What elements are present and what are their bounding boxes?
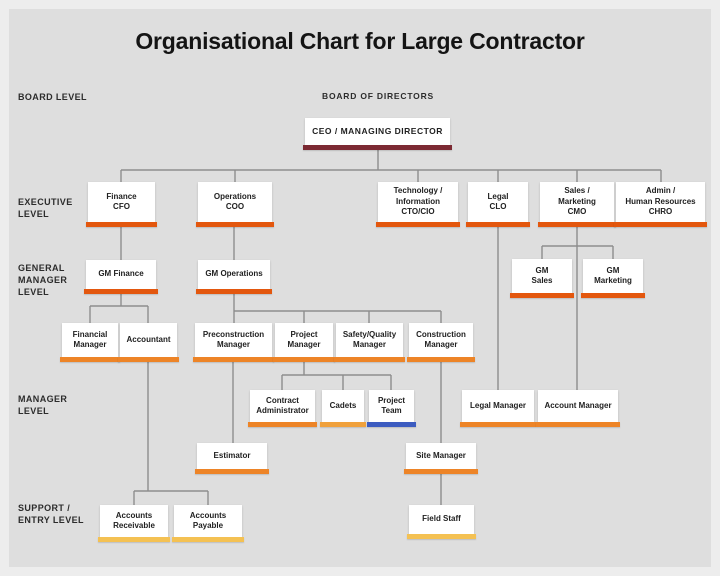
org-node-safety-quality-manager: Safety/Quality Manager — [334, 323, 405, 362]
node-underline — [84, 289, 158, 294]
org-node-account-manager: Account Manager — [536, 390, 620, 427]
org-node-label: Contract Administrator — [256, 395, 309, 415]
level-label-executive: EXECUTIVE LEVEL — [18, 197, 73, 220]
org-node-sales-marketing-cmo: Sales / Marketing CMO — [538, 182, 616, 227]
org-node-technology-cto-cio: Technology / Information CTO/CIO — [376, 182, 460, 227]
org-node-site-manager: Site Manager — [404, 443, 478, 474]
org-node-label: Admin / Human Resources CHRO — [625, 186, 696, 217]
node-underline — [86, 222, 157, 227]
org-node-gm-marketing: GM Marketing — [581, 259, 645, 298]
org-node-contract-administrator: Contract Administrator — [248, 390, 317, 427]
org-node-label: Field Staff — [422, 514, 461, 524]
org-node-ceo: CEO / MANAGING DIRECTOR — [303, 118, 452, 150]
org-node-project-team: Project Team — [367, 390, 416, 427]
node-underline — [407, 357, 475, 362]
node-underline — [538, 222, 616, 227]
node-underline — [407, 534, 476, 539]
node-underline — [195, 469, 269, 474]
node-underline — [118, 357, 179, 362]
org-node-label: Legal Manager — [469, 400, 526, 410]
node-underline — [466, 222, 530, 227]
org-node-label: Accounts Receivable — [113, 510, 155, 530]
org-node-label: Project Manager — [287, 329, 321, 349]
org-node-project-manager: Project Manager — [273, 323, 335, 362]
org-node-financial-manager: Financial Manager — [60, 323, 120, 362]
node-underline — [98, 537, 170, 542]
node-underline — [248, 422, 317, 427]
node-underline — [193, 357, 274, 362]
org-node-label: GM Finance — [98, 269, 144, 279]
org-node-label: Finance CFO — [106, 191, 137, 211]
org-node-legal-manager: Legal Manager — [460, 390, 536, 427]
node-underline — [581, 293, 645, 298]
board-of-directors-label: BOARD OF DIRECTORS — [322, 91, 434, 101]
node-underline — [460, 422, 536, 427]
org-node-preconstruction-manager: Preconstruction Manager — [193, 323, 274, 362]
org-node-finance-cfo: Finance CFO — [86, 182, 157, 227]
org-node-label: Preconstruction Manager — [202, 329, 265, 349]
node-underline — [510, 293, 574, 298]
org-node-label: Accountant — [126, 334, 171, 344]
node-underline — [320, 422, 366, 427]
level-label-support-entry: SUPPORT / ENTRY LEVEL — [18, 503, 84, 526]
node-underline — [172, 537, 244, 542]
org-node-legal-clo: Legal CLO — [466, 182, 530, 227]
org-node-label: Construction Manager — [416, 329, 466, 349]
org-node-label: Technology / Information CTO/CIO — [393, 186, 443, 217]
org-node-label: Cadets — [329, 400, 357, 410]
org-node-label: GM Marketing — [594, 265, 632, 285]
org-node-cadets: Cadets — [320, 390, 366, 427]
node-underline — [273, 357, 335, 362]
org-node-label: Account Manager — [544, 400, 612, 410]
node-underline — [60, 357, 120, 362]
org-node-label: Financial Manager — [72, 329, 108, 349]
node-underline — [334, 357, 405, 362]
node-underline — [404, 469, 478, 474]
level-label-general-manager: GENERAL MANAGER LEVEL — [18, 263, 68, 298]
org-node-estimator: Estimator — [195, 443, 269, 474]
node-underline — [196, 289, 272, 294]
org-node-label: Legal CLO — [487, 191, 509, 211]
org-node-field-staff: Field Staff — [407, 505, 476, 539]
level-label-board: BOARD LEVEL — [18, 92, 87, 102]
org-node-label: Accounts Payable — [189, 510, 227, 530]
org-node-construction-manager: Construction Manager — [407, 323, 475, 362]
node-underline — [196, 222, 274, 227]
node-underline — [614, 222, 707, 227]
org-node-label: Project Team — [377, 395, 406, 415]
node-underline — [303, 145, 452, 150]
page-title: Organisational Chart for Large Contracto… — [135, 28, 585, 54]
org-node-label: Sales / Marketing CMO — [558, 186, 596, 217]
org-node-label: GM Sales — [531, 265, 553, 285]
org-node-gm-sales: GM Sales — [510, 259, 574, 298]
org-node-label: CEO / MANAGING DIRECTOR — [312, 125, 443, 136]
org-node-admin-hr-chro: Admin / Human Resources CHRO — [614, 182, 707, 227]
org-node-gm-operations: GM Operations — [196, 260, 272, 294]
org-node-accountant: Accountant — [118, 323, 179, 362]
org-node-gm-finance: GM Finance — [84, 260, 158, 294]
org-node-label: Site Manager — [416, 450, 466, 460]
node-underline — [536, 422, 620, 427]
org-node-accounts-receivable: Accounts Receivable — [98, 505, 170, 542]
level-label-manager: MANAGER LEVEL — [18, 394, 68, 417]
node-underline — [367, 422, 416, 427]
org-node-label: Estimator — [213, 450, 251, 460]
org-node-accounts-payable: Accounts Payable — [172, 505, 244, 542]
org-node-label: Safety/Quality Manager — [342, 329, 397, 349]
node-underline — [376, 222, 460, 227]
org-node-label: Operations COO — [213, 191, 257, 211]
org-node-label: GM Operations — [205, 269, 263, 279]
org-node-operations-coo: Operations COO — [196, 182, 274, 227]
